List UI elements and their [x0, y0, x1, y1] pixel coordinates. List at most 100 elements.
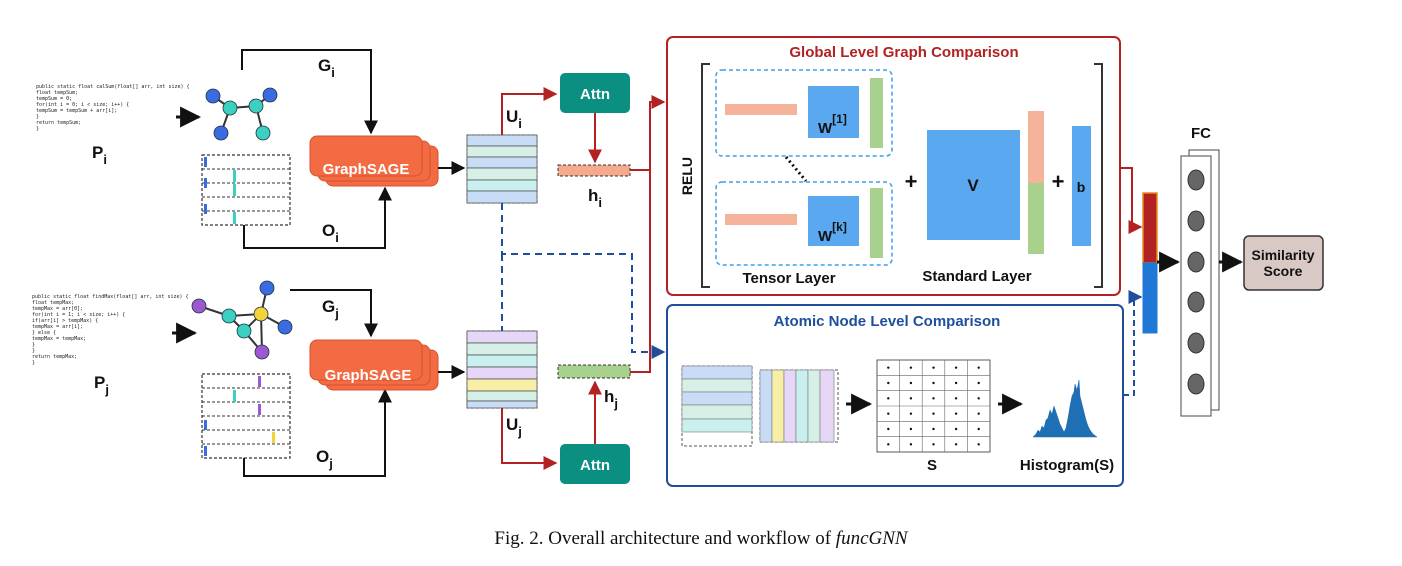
code-snippet-j: public static float findMax(float[] arr,…	[32, 294, 189, 366]
matrix-cell-dot	[977, 397, 980, 400]
code-line: for(int i = 1; i < size; i++) {	[32, 312, 125, 318]
standard-layer-label: Standard Layer	[922, 268, 1031, 285]
weight-matrix-w1	[808, 86, 859, 138]
bias-vector-b	[1072, 126, 1091, 246]
relu-bracket	[701, 63, 710, 288]
matrix-cell-dot	[954, 366, 958, 369]
code-line: }	[32, 360, 35, 366]
similarity-score-box: Similarity Score	[1243, 235, 1324, 291]
code-line: }	[36, 114, 39, 120]
matrix-cell-dot	[887, 443, 890, 446]
atomic-comparison-panel: Atomic Node Level Comparison S	[666, 304, 1124, 487]
o-i-label: Oi	[322, 221, 339, 245]
atomic-embedding-i	[681, 365, 753, 447]
concatenated-vector	[1142, 192, 1158, 334]
embedding-bar-vertical	[870, 188, 883, 258]
matrix-cell-dot	[887, 412, 890, 415]
matrix-cell-dot	[977, 381, 980, 385]
similarity-matrix-s	[876, 359, 991, 453]
embedding-to-attn-arrow-j	[501, 408, 558, 470]
code-line: return tempMax;	[32, 354, 77, 360]
code-line: public static float findMax(float[] arr,…	[32, 294, 189, 300]
graphsage-block-i: GraphSAGE	[309, 135, 439, 187]
code-line: if(arr[i] > tempMax) {	[32, 318, 98, 324]
concat-bar-bottom	[1028, 183, 1044, 254]
graph-node	[253, 306, 269, 322]
attn-block-j	[560, 444, 630, 484]
code-line: tempMax = arr[0];	[32, 306, 83, 312]
atomic-embedding-j-transposed	[759, 369, 839, 443]
code-snippet-i: public static float calSum(float[] arr, …	[36, 84, 190, 132]
matrix-cell-dot	[932, 443, 935, 446]
plus-sign: +	[905, 169, 918, 194]
h-j-label: hj	[604, 387, 618, 411]
o-j-label: Oj	[316, 447, 333, 471]
node-embedding-u-i	[466, 134, 538, 204]
matrix-cell-dot	[909, 412, 913, 415]
histogram-shape	[1032, 379, 1098, 438]
matrix-cell-dot	[954, 443, 958, 446]
matrix-cell-dot	[954, 381, 958, 385]
code-line: for(int i = 0; i < size; i++) {	[36, 102, 129, 108]
global-to-concat-arrow	[1120, 167, 1143, 234]
attn-block-i	[560, 73, 630, 113]
matrix-cell-dot	[932, 412, 935, 415]
graph-to-graphsage-arrow-j	[290, 289, 378, 338]
code-line: } else {	[32, 330, 56, 336]
fc-layer	[1180, 149, 1220, 417]
matrix-cell-dot	[887, 427, 890, 431]
graph-node	[248, 98, 264, 114]
weight-matrix-wk	[808, 196, 859, 246]
graph-node	[259, 280, 275, 296]
opcode-to-graphsage-arrow-j	[243, 388, 392, 477]
graph-node	[221, 308, 237, 324]
p-i-label: Pi	[92, 143, 107, 167]
b-label: b	[1077, 179, 1086, 195]
graph-node	[255, 125, 271, 141]
h-i-label: hi	[588, 186, 602, 210]
embedding-bar	[725, 214, 797, 225]
opcode-to-graphsage-arrow-i	[243, 186, 392, 249]
embedding-to-attn-arrow-i	[501, 87, 558, 135]
tensor-slice-1	[715, 69, 893, 157]
matrix-cell-dot	[932, 397, 935, 400]
matrix-cell-dot	[932, 427, 935, 431]
code-line: float tempMax;	[32, 300, 74, 306]
graphsage-label: GraphSAGE	[323, 161, 410, 178]
attn-label: Attn	[580, 86, 610, 103]
graph-embedding-h-i	[557, 164, 631, 177]
code-line: float tempSum;	[36, 90, 78, 96]
fc-neuron	[1187, 373, 1205, 395]
code-line: }	[32, 342, 35, 348]
code-line: public static float calSum(float[] arr, …	[36, 84, 190, 90]
h-j-to-global-connector	[630, 170, 651, 373]
wk-label: W[k]	[818, 220, 847, 245]
code-line: tempSum = tempSum + arr[i];	[36, 108, 117, 114]
v-label: V	[967, 176, 979, 195]
graph-node	[205, 88, 221, 104]
graphsage-block-j: GraphSAGE	[309, 339, 439, 391]
global-panel-title: Global Level Graph Comparison	[789, 44, 1018, 61]
s-label: S	[927, 457, 937, 474]
relu-bracket-right	[1094, 63, 1103, 288]
graph-node	[262, 87, 278, 103]
matrix-cell-dot	[909, 366, 913, 369]
plus-sign: +	[1052, 169, 1065, 194]
matrix-cell-dot	[932, 366, 935, 369]
w1-label: W[1]	[818, 112, 847, 137]
opcode-matrix-j	[201, 373, 291, 459]
graph-j	[191, 280, 293, 360]
graph-node	[213, 125, 229, 141]
fc-neuron	[1187, 332, 1205, 354]
h-i-to-global-arrow	[630, 95, 666, 171]
graph-node	[254, 344, 270, 360]
matrix-cell-dot	[909, 397, 913, 400]
matrix-cell-dot	[887, 381, 890, 385]
tensor-slice-k	[715, 181, 893, 266]
p-j-label: Pj	[94, 373, 109, 397]
fc-neuron	[1187, 169, 1205, 191]
matrix-cell-dot	[909, 427, 913, 431]
graph-i	[205, 87, 278, 141]
graph-node	[236, 323, 252, 339]
